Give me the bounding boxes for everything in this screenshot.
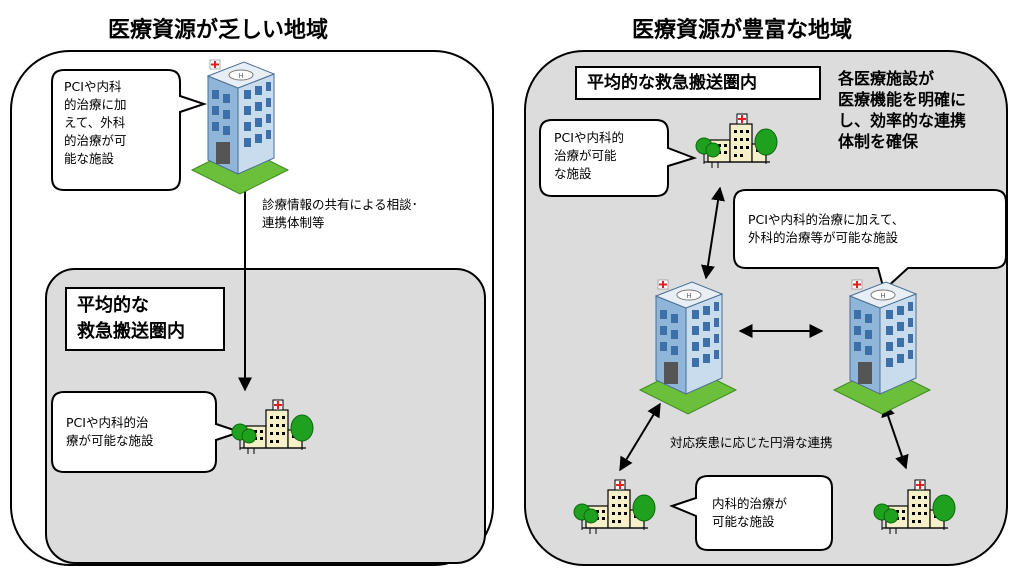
right-arrow-hospital-to-clinic-left bbox=[619, 402, 661, 472]
right-coordination-note: 各医療施設が 医療機能を明確に し、効率的な連携 体制を確保 bbox=[838, 69, 967, 151]
left-area-label: 平均的な 救急搬送圏内 bbox=[65, 287, 225, 351]
left-callout-bottom-shape bbox=[51, 391, 244, 473]
right-arrow-hospital-to-clinic-right bbox=[881, 402, 909, 470]
left-clinic-icon bbox=[231, 399, 314, 455]
right-callout-right-shape bbox=[733, 189, 1007, 292]
left-link-note: 診療情報の共有による相談･ 連携体制等 bbox=[262, 197, 418, 230]
left-callout-top-text: PCIや内科 的治療に加 えて、外科 的治療が可 能な施設 bbox=[64, 79, 127, 166]
right-clinic-top-icon bbox=[695, 113, 778, 169]
right-clinic-bottom-left-icon bbox=[573, 479, 656, 535]
right-area-label: 平均的な救急搬送圏内 bbox=[575, 66, 821, 100]
left-panel-title: 医療資源が乏しい地域 bbox=[108, 18, 329, 43]
left-callout-top-shape bbox=[51, 69, 208, 191]
right-arrow-clinic-to-hospital bbox=[701, 186, 725, 280]
right-callout-right-text: PCIや内科的治療に加えて、 外科的治療等が可能な施設 bbox=[748, 212, 905, 245]
right-hospital-left-icon bbox=[639, 279, 737, 415]
right-callout-bottom-text: 内科的治療が 可能な施設 bbox=[712, 496, 788, 529]
right-callout-left-text: PCIや内科的 治療が可能 な施設 bbox=[554, 130, 624, 181]
right-hospital-right-icon bbox=[833, 279, 931, 415]
right-panel-title: 医療資源が豊富な地域 bbox=[632, 18, 853, 43]
right-callout-bottom-shape bbox=[669, 475, 833, 551]
right-link-note: 対応疾患に応じた円滑な連携 bbox=[670, 435, 833, 450]
right-callout-left-shape bbox=[539, 119, 698, 197]
left-hospital-icon bbox=[191, 59, 289, 195]
right-clinic-bottom-right-icon bbox=[873, 479, 956, 535]
left-callout-bottom-text: PCIや内科的治 療が可能な施設 bbox=[66, 415, 154, 448]
